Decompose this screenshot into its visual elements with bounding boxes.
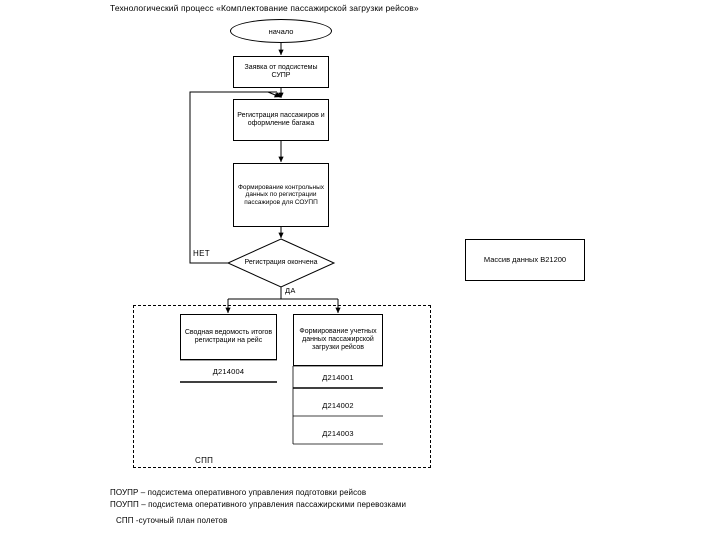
region-spp [133, 305, 431, 468]
node-data-array-label: Массив данных В21200 [483, 254, 567, 264]
connector-no-loop-arrow [267, 91, 281, 98]
doc-code-form-1: Д214001 [322, 372, 354, 382]
node-control-data-label: Формирование контрольных данных по регис… [237, 184, 324, 206]
node-decision-label: Регистрация окончена [244, 258, 318, 266]
doc-code-summary: Д214004 [212, 366, 245, 376]
node-control-data[interactable]: Формирование контрольных данных по регис… [233, 163, 329, 227]
node-start[interactable]: начало [230, 19, 332, 43]
doc-code-form-2: Д214002 [322, 400, 354, 410]
region-spp-label: СПП [195, 456, 214, 465]
node-start-label: начало [268, 26, 294, 36]
node-forming[interactable]: Формирование учетных данных пассажирской… [293, 314, 383, 366]
legend-line-3: СПП -суточный план полетов [116, 516, 228, 525]
node-decision[interactable]: Регистрация окончена [228, 239, 334, 287]
node-registration[interactable]: Регистрация пассажиров и оформление бага… [233, 99, 329, 141]
page-title: Технологический процесс «Комплектование … [110, 3, 419, 13]
node-registration-label: Регистрация пассажиров и оформление бага… [237, 112, 325, 127]
branch-label-no: НЕТ [193, 249, 210, 258]
branch-label-yes: ДА [285, 286, 296, 295]
node-request-label: Заявка от подсистемы СУПР [244, 64, 318, 79]
legend-line-2: ПОУПП – подсистема оперативного управлен… [110, 500, 407, 509]
node-summary[interactable]: Сводная ведомость итогов регистрации на … [180, 314, 277, 360]
node-data-array[interactable]: Массив данных В21200 [465, 239, 585, 281]
node-summary-label: Сводная ведомость итогов регистрации на … [184, 329, 273, 344]
doc-code-form-3: Д214003 [322, 428, 354, 438]
node-forming-label: Формирование учетных данных пассажирской… [299, 328, 377, 351]
legend-line-1: ПОУПР – подсистема оперативного управлен… [110, 488, 367, 497]
node-request[interactable]: Заявка от подсистемы СУПР [233, 56, 329, 88]
